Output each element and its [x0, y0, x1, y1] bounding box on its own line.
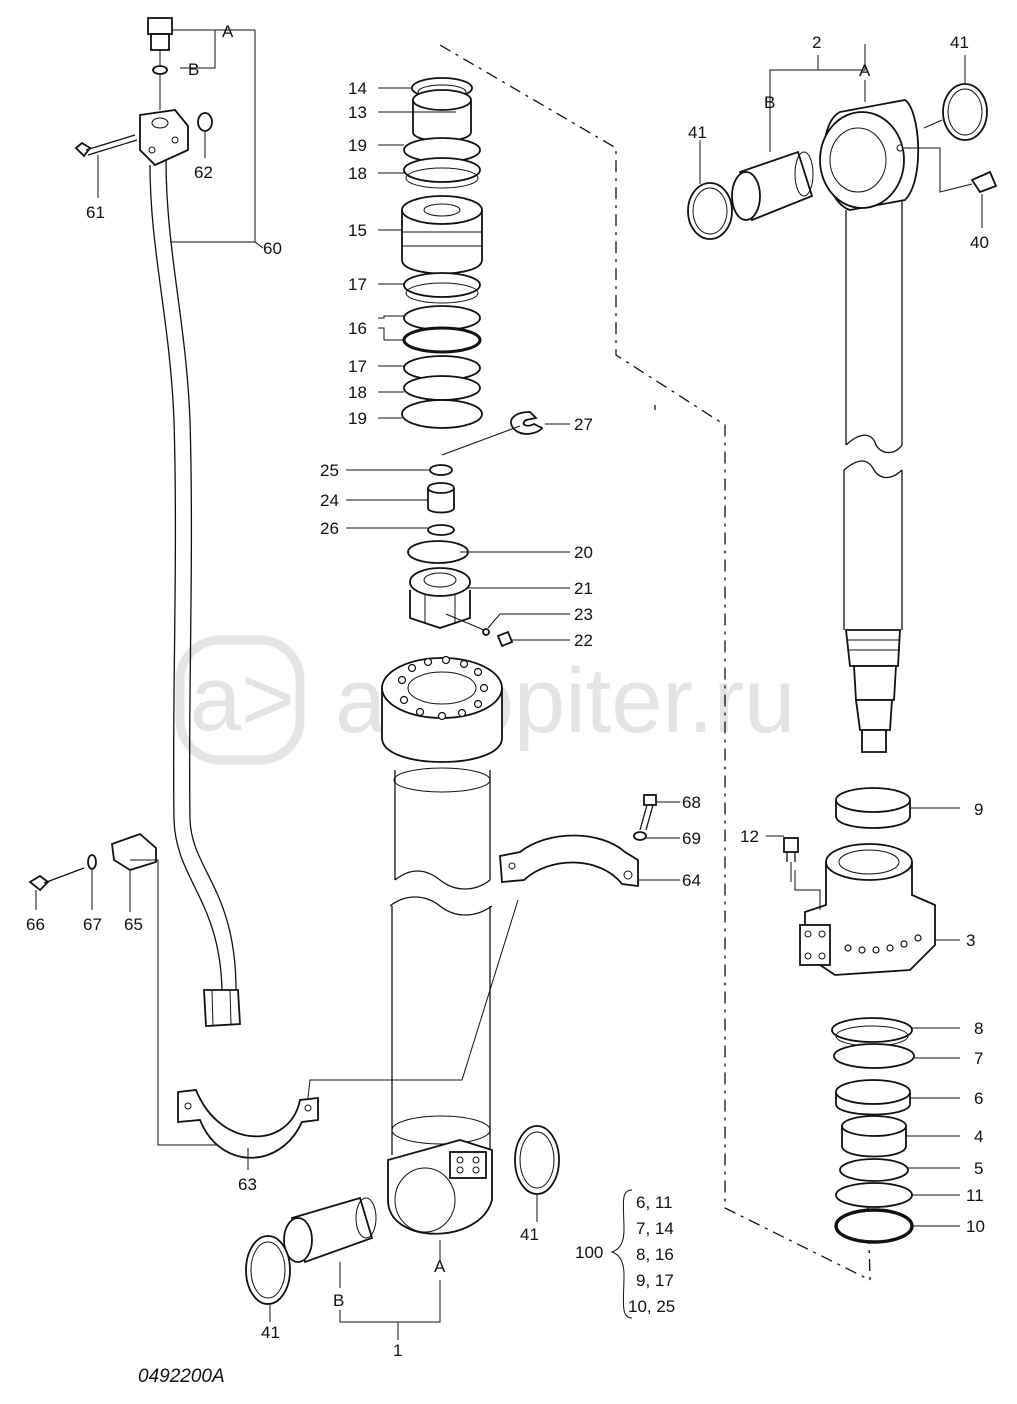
kit-row-1: 6, 11	[636, 1193, 673, 1212]
kit-row-2: 7, 14	[636, 1219, 674, 1238]
label-8: 8	[974, 1019, 983, 1038]
label-67: 67	[83, 915, 102, 934]
label-27: 27	[574, 415, 593, 434]
label-65: 65	[124, 915, 143, 934]
label-5: 5	[974, 1159, 983, 1178]
label-12: 12	[740, 827, 759, 846]
kit-row-3: 8, 16	[636, 1245, 674, 1264]
label-25: 25	[320, 461, 339, 480]
label-66: 66	[26, 915, 45, 934]
label-62: 62	[194, 163, 213, 182]
label-B-pipe: B	[188, 60, 199, 79]
leaders-center	[129, 87, 680, 912]
watermark-glyph: a>	[190, 648, 295, 750]
pipe-60	[74, 17, 241, 1027]
kit-row-5: 10, 25	[628, 1297, 675, 1316]
label-63: 63	[238, 1175, 257, 1194]
label-18-bottom: 18	[348, 383, 367, 402]
clamp-63	[177, 899, 519, 1170]
label-20: 20	[574, 543, 593, 562]
label-B-cylinder: B	[333, 1291, 344, 1310]
cylinder-head-3	[766, 787, 960, 1244]
label-16: 16	[348, 319, 367, 338]
kit-number: 100	[575, 1243, 603, 1262]
label-26: 26	[320, 519, 339, 538]
label-21: 21	[574, 579, 593, 598]
label-60: 60	[263, 239, 282, 258]
label-23: 23	[574, 605, 593, 624]
kit-brace	[610, 1189, 633, 1319]
label-7: 7	[974, 1049, 983, 1068]
leaders-top-left	[97, 29, 264, 249]
label-2: 2	[812, 33, 821, 52]
label-41-rod-right: 41	[950, 33, 969, 52]
label-9: 9	[974, 800, 983, 819]
label-19-bottom: 19	[348, 409, 367, 428]
kit-list: 100 6, 11 7, 14 8, 16 9, 17 10, 25	[575, 1193, 675, 1316]
label-41-center-right: 41	[520, 1225, 539, 1244]
label-11: 11	[966, 1186, 984, 1205]
label-17-top: 17	[348, 275, 367, 294]
label-14: 14	[348, 79, 367, 98]
label-68: 68	[682, 793, 701, 812]
piston-rod-2	[687, 44, 998, 753]
label-15: 15	[348, 221, 367, 240]
piston-parts	[401, 77, 544, 648]
label-40: 40	[970, 233, 989, 252]
label-A-pipe: A	[222, 22, 234, 41]
diagram-code: 0492200A	[138, 1366, 225, 1387]
label-22: 22	[574, 631, 593, 650]
label-3: 3	[966, 931, 975, 950]
label-A-rod: A	[859, 61, 871, 80]
label-13: 13	[348, 103, 367, 122]
label-17-bottom: 17	[348, 357, 367, 376]
part-labels: A B 60 61 62 14 13 19 18 15 17 16 17 18 …	[26, 22, 989, 1360]
label-41-center-left: 41	[261, 1323, 280, 1342]
clamp-65-group	[28, 832, 222, 1146]
label-19-top: 19	[348, 136, 367, 155]
clamp-64	[499, 794, 657, 888]
label-6: 6	[974, 1089, 983, 1108]
label-64: 64	[682, 871, 701, 890]
label-4: 4	[974, 1127, 983, 1146]
label-A-cylinder: A	[434, 1257, 446, 1276]
label-41-rod-left: 41	[688, 123, 707, 142]
label-61: 61	[86, 203, 105, 222]
cylinder-tube-1	[245, 655, 560, 1340]
label-10: 10	[966, 1217, 985, 1236]
label-B-rod: B	[764, 93, 775, 112]
label-18-top: 18	[348, 164, 367, 183]
kit-row-4: 9, 17	[636, 1271, 674, 1290]
label-24: 24	[320, 491, 339, 510]
label-1: 1	[393, 1341, 402, 1360]
label-69: 69	[682, 829, 701, 848]
